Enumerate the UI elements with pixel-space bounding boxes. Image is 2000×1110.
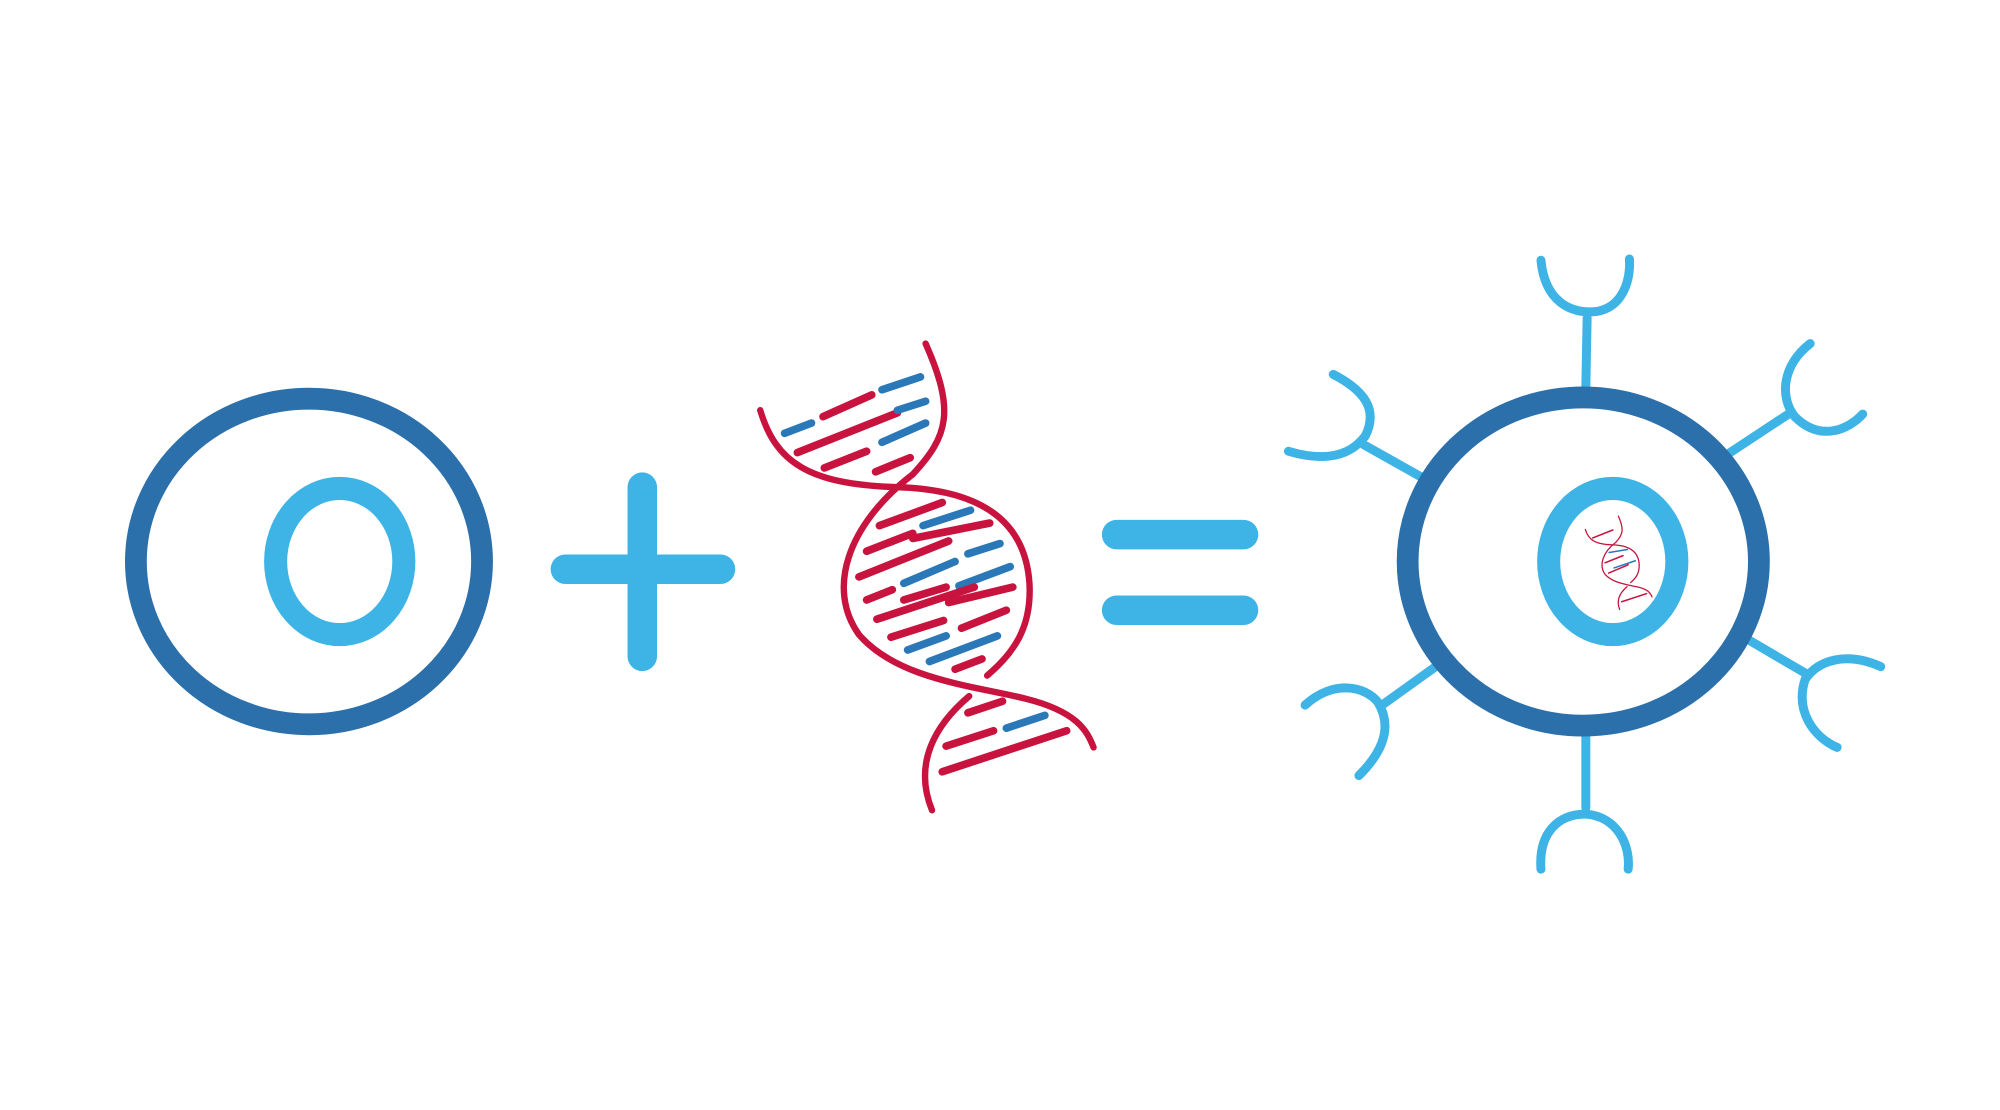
antibody-icon [1536,254,1634,392]
cell-membrane [124,387,493,736]
nucleus [264,476,416,647]
antibody-producing-cell-icon [1283,254,1886,874]
antibodies [1283,254,1886,874]
equals-icon [1101,519,1259,625]
antibody-icon [1741,633,1886,752]
dna-base-pairs [780,373,1071,776]
cell-icon [124,387,493,736]
cell-membrane [1396,386,1770,737]
plus-icon [550,472,736,672]
antibody-icon [1536,730,1633,874]
dna-helix-icon [757,340,1097,814]
dna-helix-icon [1584,515,1653,611]
antibody-icon [1300,658,1446,781]
antibody-icon [1723,339,1868,459]
nucleus [1537,476,1689,647]
antibody-icon [1283,369,1431,484]
